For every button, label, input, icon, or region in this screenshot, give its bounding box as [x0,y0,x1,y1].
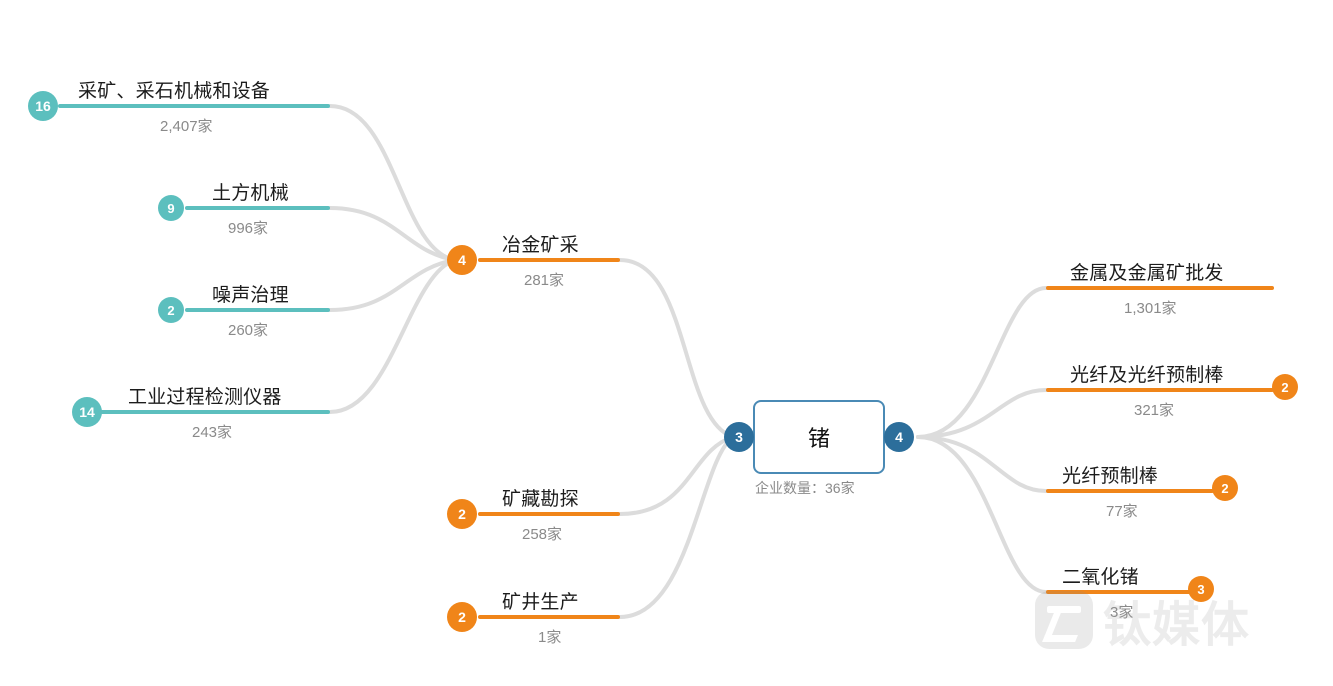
link-mining-machinery [328,104,457,262]
watermark-logo-icon [1035,591,1093,649]
node-underline [1046,590,1191,594]
link-center-to-fiber-preform-combo [916,388,1048,439]
watermark: 钛媒体 [1035,585,1250,655]
node-underline [185,206,330,210]
node-badge[interactable]: 3 [1188,576,1214,602]
center-node-box[interactable]: 锗 [753,400,885,474]
node-badge[interactable]: 2 [158,297,184,323]
node-title: 矿藏勘探 [502,489,579,510]
link-earthmoving [328,206,457,262]
node-badge[interactable]: 2 [447,499,477,529]
node-underline [58,104,330,108]
node-title: 采矿、采石机械和设备 [78,81,271,102]
node-badge[interactable]: 16 [28,91,58,121]
node-count: 77家 [1106,503,1138,520]
center-node-title: 锗 [807,426,830,451]
node-count: 2,407家 [160,118,213,135]
link-center-to-metal-wholesale [916,286,1048,439]
node-underline [478,258,620,262]
center-left-badge[interactable]: 3 [724,422,754,452]
node-title: 工业过程检测仪器 [128,387,282,408]
node-title: 光纤预制棒 [1062,466,1159,487]
link-mine-production-to-center [618,435,735,619]
node-badge[interactable]: 2 [447,602,477,632]
node-underline [185,308,330,312]
node-title: 噪声治理 [212,285,289,306]
center-node-subtitle: 企业数量：36家 [755,480,855,496]
node-badge[interactable]: 14 [72,397,102,427]
node-title: 土方机械 [212,183,289,204]
node-title: 冶金矿采 [502,235,579,256]
node-count: 281家 [524,272,565,289]
node-title: 金属及金属矿批发 [1070,263,1224,284]
node-underline [478,512,620,516]
link-noise-control [328,258,457,312]
node-badge[interactable]: 2 [1272,374,1298,400]
node-count: 3家 [1110,604,1134,621]
node-underline [100,410,330,414]
node-underline [1046,388,1274,392]
node-underline [1046,286,1274,290]
node-count: 1,301家 [1124,300,1177,317]
node-badge[interactable]: 9 [158,195,184,221]
node-title: 矿井生产 [502,592,579,613]
node-count: 321家 [1134,402,1175,419]
node-underline [1046,489,1214,493]
link-metallurgy-to-center [618,258,735,439]
center-right-badge[interactable]: 4 [884,422,914,452]
node-title: 光纤及光纤预制棒 [1070,365,1224,386]
node-title: 二氧化锗 [1062,567,1139,588]
node-badge[interactable]: 2 [1212,475,1238,501]
node-count: 260家 [228,322,269,339]
link-process-instruments [328,258,457,414]
node-count: 258家 [522,526,563,543]
node-count: 1家 [538,629,562,646]
node-badge[interactable]: 4 [447,245,477,275]
link-center-to-germanium-dioxide [916,435,1048,594]
link-center-to-fiber-preform [916,435,1048,493]
link-exploration-to-center [618,435,735,516]
node-count: 243家 [192,424,233,441]
node-count: 996家 [228,220,269,237]
node-underline [478,615,620,619]
